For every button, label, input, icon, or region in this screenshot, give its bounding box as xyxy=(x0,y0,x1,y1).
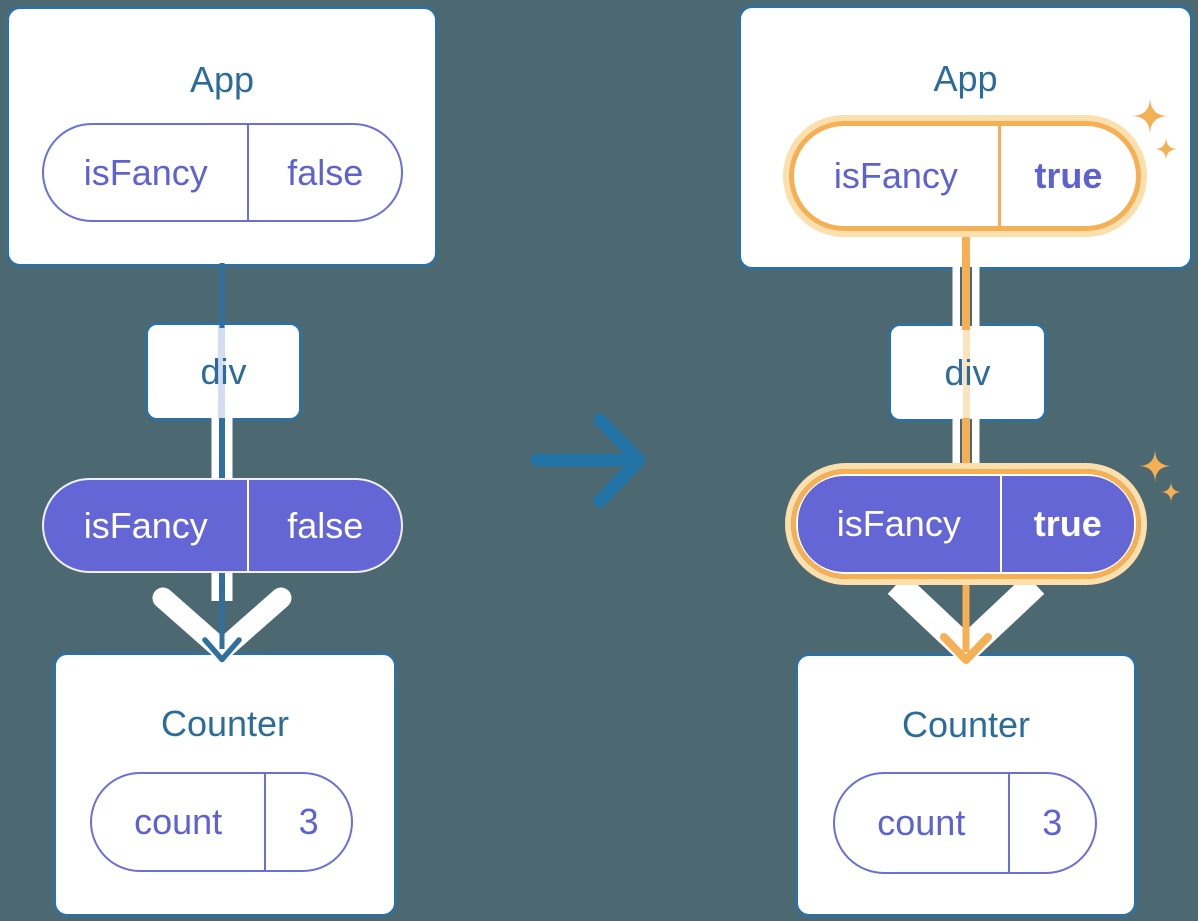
app-state-pill: isFancy false xyxy=(42,123,403,222)
state-value: true xyxy=(997,126,1136,226)
state-value: false xyxy=(247,125,401,220)
prop-value: true xyxy=(999,476,1134,572)
thread-through-div xyxy=(963,326,970,419)
state-name: isFancy xyxy=(83,151,208,193)
prop-pill-highlighted: isFancy true xyxy=(785,463,1147,585)
white-chevron-icon xyxy=(887,574,1045,668)
connector-right-app-to-div xyxy=(952,263,980,330)
counter-state-pill: count 3 xyxy=(90,772,353,872)
prop-name: isFancy xyxy=(83,504,208,546)
right-arrow-icon xyxy=(530,413,646,508)
app-title: App xyxy=(189,59,255,100)
connector-right-prop-to-counter xyxy=(887,574,1045,668)
app-state-pill-highlighted: isFancy true xyxy=(783,115,1147,237)
prop-pill: isFancy false xyxy=(42,478,403,573)
div-label: div xyxy=(944,351,991,393)
counter-state-pill: count 3 xyxy=(833,772,1097,874)
sparkles-icon xyxy=(1138,449,1182,503)
state-name: count xyxy=(134,801,223,842)
div-card: div xyxy=(888,323,1047,422)
prop-name: isFancy xyxy=(836,503,961,544)
div-label: div xyxy=(200,350,247,392)
state-value: 3 xyxy=(1007,774,1095,872)
connector-left-div-to-prop xyxy=(211,418,233,480)
connector-left-prop-to-counter xyxy=(152,571,292,663)
connector-left-app-to-div xyxy=(219,263,225,328)
thread-below-state xyxy=(962,237,970,267)
app-title: App xyxy=(933,58,998,99)
state-name: count xyxy=(877,802,966,843)
div-card: div xyxy=(145,322,302,421)
counter-title: Counter xyxy=(160,703,290,744)
prop-value: false xyxy=(247,480,401,571)
white-chevron-icon xyxy=(152,587,292,661)
state-name: isFancy xyxy=(833,155,958,196)
connector-right-div-to-prop xyxy=(952,418,980,468)
state-value: 3 xyxy=(264,774,351,870)
counter-title: Counter xyxy=(901,704,1031,745)
thread-through-div xyxy=(218,325,225,418)
